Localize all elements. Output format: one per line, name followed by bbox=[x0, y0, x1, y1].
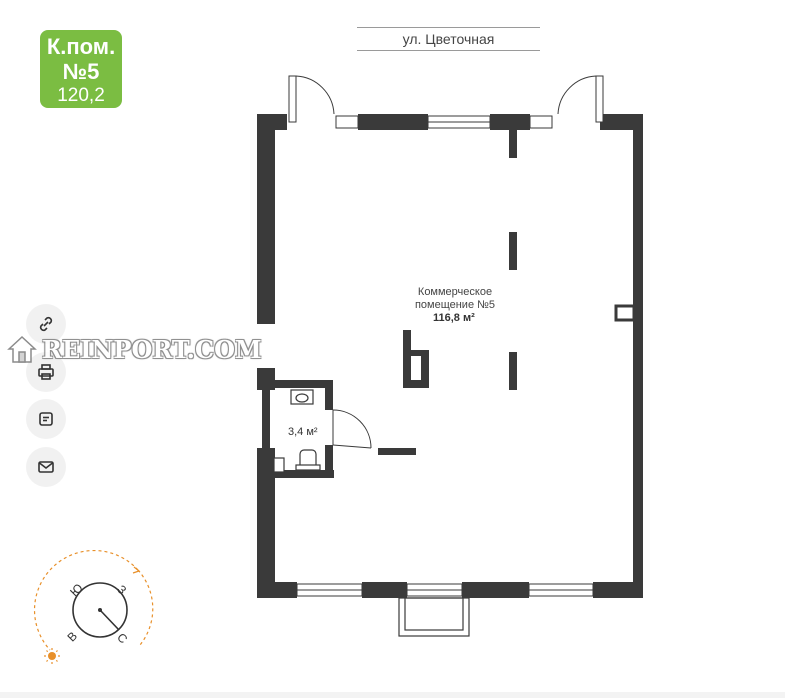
print-icon bbox=[38, 364, 54, 380]
main-room-name-line2: помещение №5 bbox=[414, 299, 496, 311]
print-button[interactable] bbox=[26, 352, 66, 392]
watermark-text: REINPORT.COM bbox=[42, 334, 262, 364]
share-link-button[interactable] bbox=[26, 304, 66, 344]
watermark: REINPORT.COM bbox=[6, 330, 266, 368]
unit-badge-area: 120,2 bbox=[57, 85, 105, 106]
compass-label-east: В bbox=[65, 629, 81, 645]
unit-badge-number: №5 bbox=[62, 59, 100, 84]
compass-label-north: С bbox=[114, 630, 130, 646]
unit-badge-title: К.пом. bbox=[46, 34, 116, 59]
sun-icon bbox=[44, 648, 60, 664]
bottom-divider bbox=[0, 692, 785, 698]
compass[interactable]: Ю З В С bbox=[30, 550, 160, 670]
main-room-label: Коммерческое помещение №5 bbox=[400, 286, 510, 312]
document-button[interactable] bbox=[26, 399, 66, 439]
main-room-area: 116,8 м² bbox=[433, 312, 475, 324]
walls bbox=[257, 114, 643, 598]
main-room-name-line1: Коммерческое bbox=[417, 286, 493, 298]
street-label: ул. Цветочная bbox=[357, 27, 540, 51]
link-icon bbox=[39, 316, 53, 332]
mail-icon bbox=[38, 461, 54, 473]
document-icon bbox=[39, 412, 53, 426]
house-icon bbox=[7, 335, 37, 363]
unit-badge: К.пом. №5 120,2 bbox=[40, 30, 122, 108]
bathroom-area: 3,4 м² bbox=[288, 426, 318, 438]
mail-button[interactable] bbox=[26, 447, 66, 487]
